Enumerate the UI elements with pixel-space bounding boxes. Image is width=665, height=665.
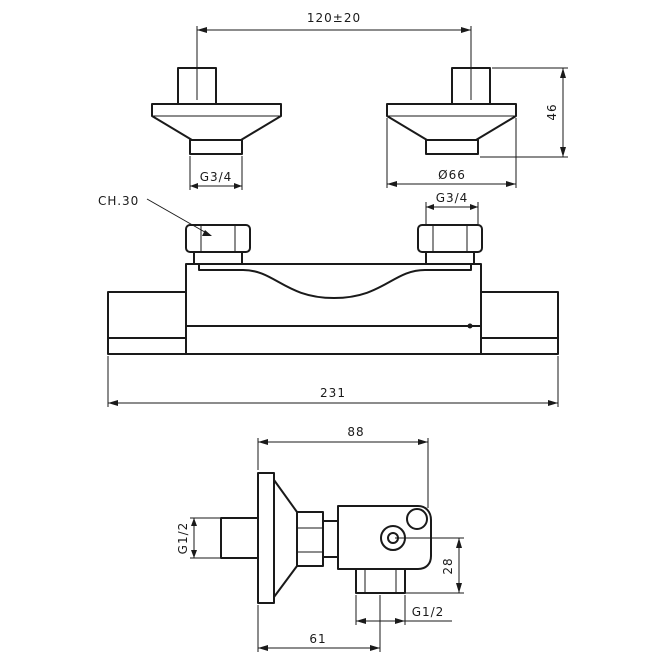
spacing-dimension: 120±20: [196, 11, 472, 100]
outlet-height-label: 28: [441, 557, 455, 574]
overall-length-label: 231: [320, 386, 346, 400]
side-inlet-thread-label: G1/2: [176, 522, 190, 555]
outlet-height-dimension: 28: [395, 537, 464, 594]
side-inlet-thread-dimension: G1/2: [176, 517, 221, 559]
overall-length-dimension: 231: [107, 356, 559, 407]
height-label: 46: [545, 103, 559, 120]
hex-label: CH.30: [98, 194, 139, 208]
top-right-thread-dimension: G3/4: [425, 191, 479, 224]
outlet-thread-dimension: G1/2: [355, 595, 452, 625]
left-hex-nut: [185, 224, 251, 265]
left-wall-connector: [151, 67, 282, 155]
top-left-thread-dimension: G3/4: [189, 156, 243, 190]
hex-leader: CH.30: [98, 194, 212, 236]
depth-dimension: 88: [257, 425, 429, 508]
wall-to-outlet-dimension: 61: [257, 595, 381, 652]
right-wall-connector: [386, 67, 517, 155]
flange-diameter-label: Ø66: [438, 168, 466, 182]
wall-to-outlet-label: 61: [309, 632, 326, 646]
side-view: [220, 472, 432, 604]
front-view-body: [107, 224, 559, 355]
height-dimension: 46: [480, 67, 568, 158]
top-right-thread-label: G3/4: [436, 191, 469, 205]
outlet-thread-label: G1/2: [412, 605, 445, 619]
flange-diameter-dimension: Ø66: [386, 118, 517, 188]
top-left-thread-label: G3/4: [200, 170, 233, 184]
depth-label: 88: [347, 425, 364, 439]
spacing-label: 120±20: [307, 11, 361, 25]
right-hex-nut: [417, 224, 483, 265]
